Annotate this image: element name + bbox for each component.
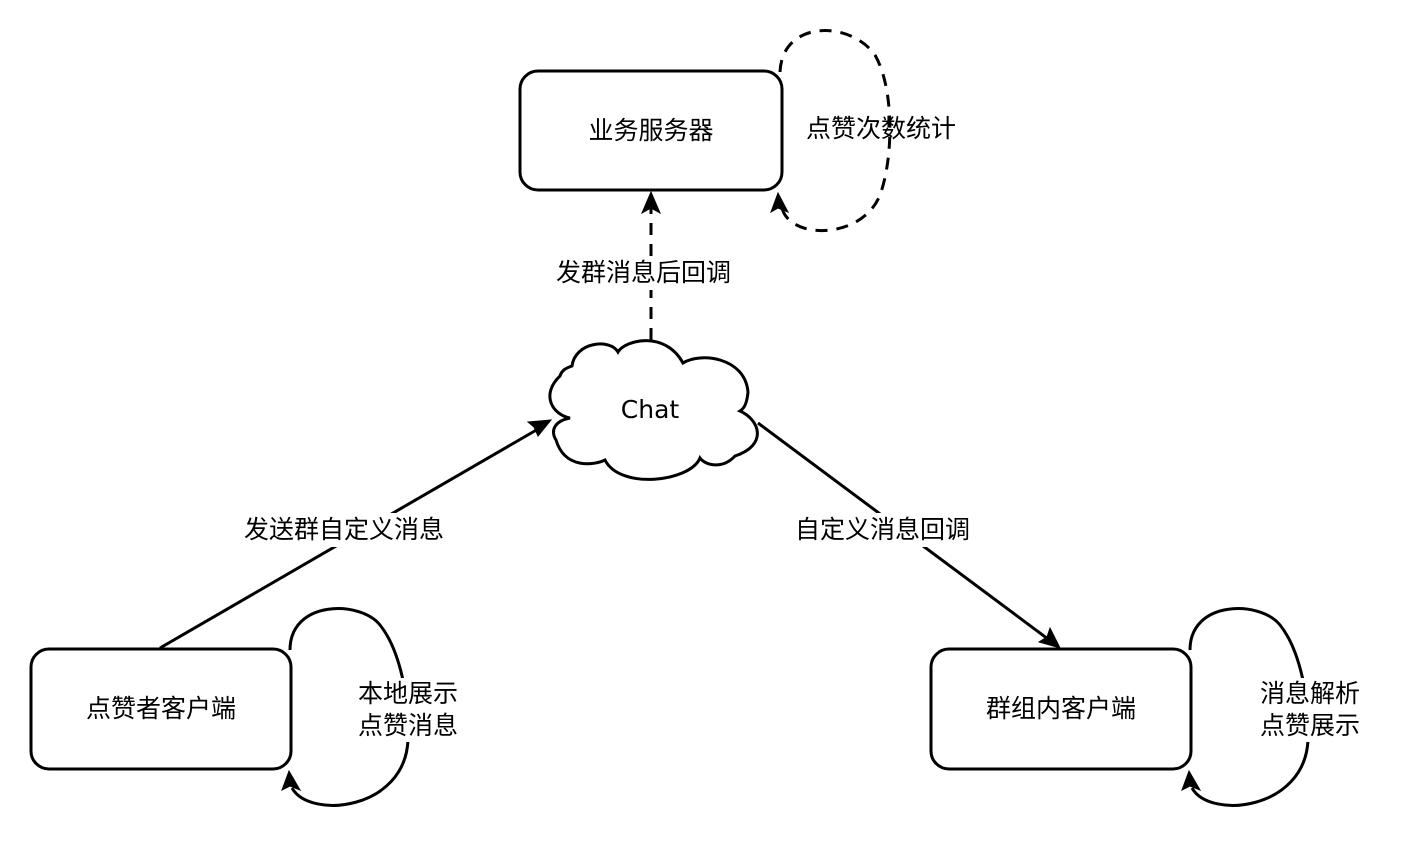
server-node-label: 业务服务器 [588,115,714,145]
liker-to-chat-label: 发送群自定义消息 [244,513,445,547]
group-client-node-label: 群组内客户端 [985,694,1136,723]
liker-to-chat-arrowhead [526,419,553,437]
chat-to-group-label: 自定义消息回调 [795,513,971,547]
liker-loop-arrowhead [281,769,302,792]
liker-client-node-label: 点赞者客户端 [85,694,236,723]
chat-node-label: Chat [620,395,680,424]
chat-to-server-arrowhead [640,190,662,215]
liker-loop-label-line2: 点赞消息 [358,711,459,740]
server-loop-label: 点赞次数统计 [806,114,957,143]
server-loop-edge [778,29,892,233]
liker-loop-label: 本地展示 点赞消息 [358,678,459,742]
server-loop-arrowhead [770,191,790,214]
chat-to-group-arrowhead [1037,626,1061,649]
group-loop-label-line2: 点赞展示 [1260,711,1361,740]
group-loop-label-line1: 消息解析 [1260,679,1361,708]
server-node-box[interactable] [518,69,784,192]
group-client-node-box[interactable] [929,647,1193,771]
chat-cloud-node[interactable] [548,339,759,481]
group-loop-label: 消息解析 点赞展示 [1260,678,1361,742]
liker-loop-label-line1: 本地展示 [358,679,459,708]
chat-to-server-label: 发群消息后回调 [556,256,732,290]
group-loop-arrowhead [1181,769,1202,792]
